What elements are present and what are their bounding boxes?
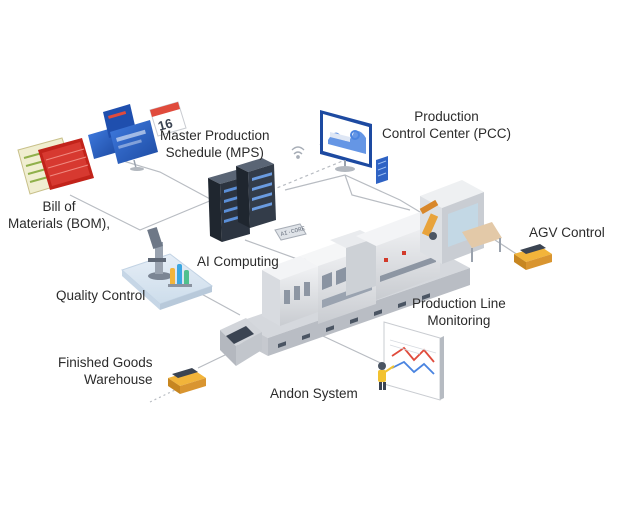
label-bill-of-materials: Bill of Materials (BOM),	[8, 199, 111, 231]
microscope-icon	[147, 226, 172, 280]
control-center-monitor-icon	[320, 110, 388, 184]
label-ai-computing: AI Computing	[197, 254, 279, 269]
planning-screens-icon	[88, 104, 158, 171]
production-line	[220, 180, 502, 366]
robot-arm-icon	[419, 199, 439, 240]
connector-fgw-dashed	[149, 389, 176, 403]
connector-mps-screens	[119, 159, 213, 201]
connector-bom-mps	[69, 194, 213, 231]
connector-pcc-line	[344, 174, 411, 211]
quality-control-station	[121, 226, 214, 310]
connector-mps-pcc	[271, 159, 346, 191]
calendar-number: 16	[156, 115, 174, 133]
connector-line-agv	[494, 239, 519, 256]
calendar-icon: 16	[149, 101, 187, 137]
label-production-line-monitoring: Production Line Monitoring	[412, 296, 506, 328]
bom-icon	[17, 137, 94, 195]
label-agv-control: AGV Control	[529, 225, 605, 240]
label-master-production-schedule: Master Production Schedule (MPS)	[160, 128, 270, 160]
server-rack-icon	[208, 158, 276, 242]
agv-warehouse-icon	[168, 368, 206, 394]
label-quality-control: Quality Control	[56, 288, 146, 303]
connector-ai-line	[284, 174, 426, 216]
wifi-icon	[291, 146, 305, 159]
test-tubes-icon	[168, 264, 192, 287]
agv-icon	[514, 244, 552, 270]
ai-chip-icon: AI·CORE	[274, 223, 307, 241]
label-production-control-center: Production Control Center (PCC)	[382, 109, 512, 141]
label-finished-goods-warehouse: Finished Goods Warehouse	[58, 355, 153, 387]
operator-figure-icon	[378, 362, 395, 390]
andon-board-icon	[378, 321, 444, 401]
label-andon-system: Andon System	[270, 386, 358, 401]
